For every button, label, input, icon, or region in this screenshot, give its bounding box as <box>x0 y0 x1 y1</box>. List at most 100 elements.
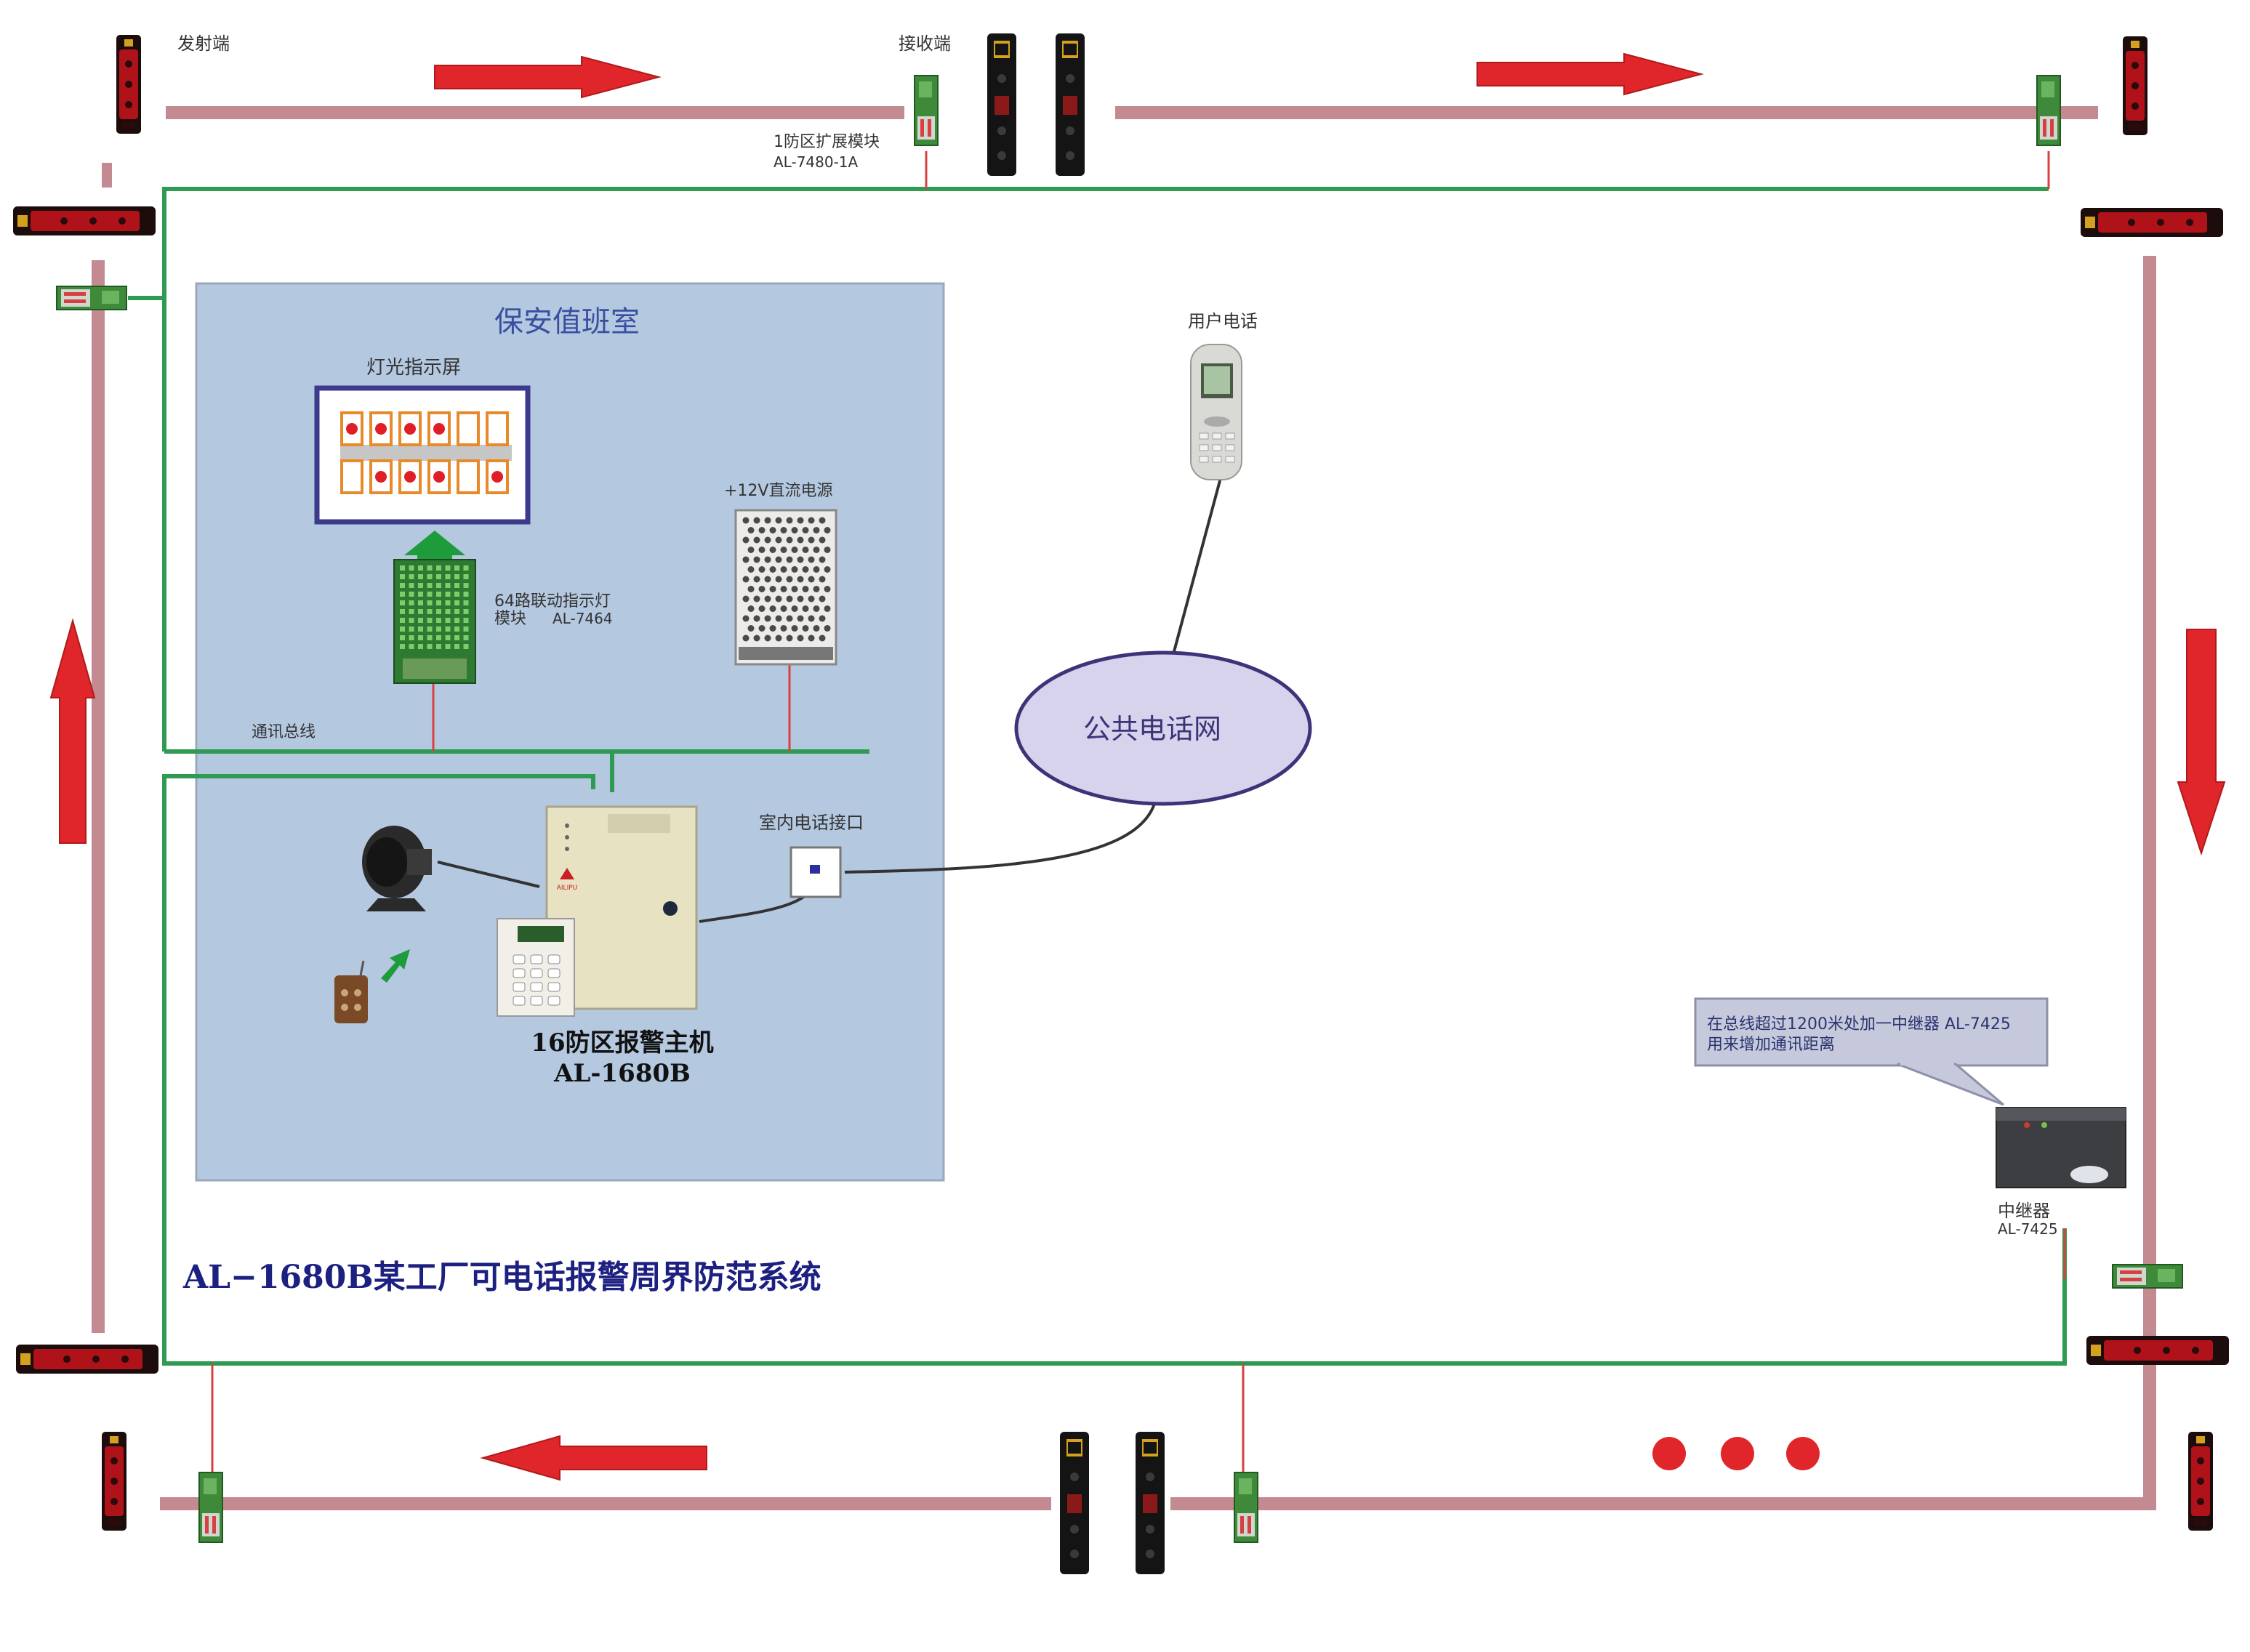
label-alarm-host-line2: AL-1680B <box>553 1059 691 1088</box>
wiring <box>211 151 2066 1472</box>
label-user-phone: 用户电话 <box>1188 311 1258 331</box>
indicator-led <box>409 618 414 623</box>
indicator-led-grid <box>400 565 469 649</box>
label-repeater-model: AL-7425 <box>1998 1220 2058 1238</box>
indicator-led <box>436 635 441 640</box>
psu-vent-hole <box>802 547 809 553</box>
psu-vent-hole <box>797 536 804 544</box>
indicator-led <box>463 583 469 588</box>
indicator-led <box>418 635 423 640</box>
indicator-led <box>445 583 451 588</box>
indicator-led <box>400 626 405 632</box>
indicator-led <box>463 626 469 632</box>
indicator-led <box>418 644 423 649</box>
psu-vent-hole <box>775 615 782 622</box>
fence-left-stub <box>102 163 112 188</box>
indicator-led <box>463 565 469 571</box>
psu-vent-hole <box>764 576 771 583</box>
psu-vent-hole <box>775 576 782 583</box>
psu-vent-hole <box>808 634 815 642</box>
bus-lower-loop <box>162 774 2067 1366</box>
indicator-led <box>409 635 414 640</box>
psu-vent-hole <box>819 556 826 563</box>
label-light-panel: 灯光指示屏 <box>366 357 461 379</box>
keypad-icon <box>497 918 575 1017</box>
psu-vent-hole <box>824 586 831 592</box>
psu-vent-hole <box>780 566 787 573</box>
psu-vent-hole <box>791 566 798 573</box>
indicator-led <box>409 574 414 579</box>
keypad-key <box>513 996 526 1006</box>
label-panel-brand: AILIPU <box>557 885 578 892</box>
psu-vent-hole <box>758 586 766 592</box>
psu-vent-hole <box>824 527 831 533</box>
psu-vent-hole <box>819 595 826 603</box>
zone-module-left <box>56 286 127 310</box>
indicator-led <box>436 600 441 605</box>
repeater-note-callout <box>1694 997 2049 1106</box>
psu-vent-hole <box>780 586 787 592</box>
beam-receiver-top-2 <box>1056 33 1085 176</box>
psu-vent-hole <box>802 605 809 612</box>
indicator-led <box>454 565 459 571</box>
keypad-key <box>530 982 543 992</box>
indicator-led <box>436 583 441 588</box>
psu-vent-hole <box>764 595 771 603</box>
remote-fob-icon <box>334 960 368 1023</box>
psu-vent-hole <box>764 536 771 544</box>
indicator-led <box>418 618 423 623</box>
indicator-led <box>418 583 423 588</box>
siren-icon <box>362 826 432 911</box>
indicator-led <box>418 626 423 632</box>
psu-vent-hole <box>769 566 776 573</box>
indicator-led <box>436 592 441 597</box>
indicator-led <box>409 583 414 588</box>
indicator-led <box>400 592 405 597</box>
psu-vent-hole <box>775 517 782 524</box>
indicator-led <box>445 618 451 623</box>
lamp-cell <box>340 459 363 494</box>
zone-module-top-right <box>2036 75 2061 146</box>
indicator-led <box>463 600 469 605</box>
indicator-led <box>445 574 451 579</box>
indicator-led <box>454 626 459 632</box>
bus-upper-loop <box>162 187 2049 752</box>
label-note-line1: 在总线超过1200米处加一中继器 AL-7425 <box>1707 1015 2011 1033</box>
psu-vent-hole <box>753 556 760 563</box>
lamp-lit-icon <box>375 471 387 483</box>
psu-vent-hole <box>753 595 760 603</box>
label-alarm-host-line1: 16防区报警主机 <box>531 1028 713 1057</box>
psu-vent-hole <box>802 625 809 632</box>
psu-vent-hole <box>769 625 776 632</box>
lamp-cell <box>486 459 509 494</box>
psu-vent-hole <box>764 615 771 622</box>
psu-vent-hole <box>753 615 760 622</box>
label-zone-module-model: AL-7480-1A <box>774 153 859 171</box>
lamp-lit-icon <box>404 423 416 435</box>
psu-vent-hole <box>747 566 755 573</box>
psu-vent-hole <box>775 634 782 642</box>
beam-receiver-bottom-2 <box>1136 1432 1165 1574</box>
indicator-led <box>445 592 451 597</box>
indicator-led <box>400 574 405 579</box>
psu-vent-hole <box>813 527 820 533</box>
lamp-lit-icon <box>433 471 445 483</box>
beam-receiver-bottom-1 <box>1060 1432 1089 1574</box>
indicator-led <box>436 618 441 623</box>
indicator-led <box>454 574 459 579</box>
indicator-led <box>427 583 433 588</box>
communication-bus <box>128 187 2067 1366</box>
beam-top-right <box>2123 36 2147 135</box>
psu-vent-hole <box>819 634 826 642</box>
fence-bottom-right <box>1170 1497 2156 1510</box>
indicator-led <box>463 618 469 623</box>
keypad-key <box>547 996 561 1006</box>
psu-vent-hole <box>813 605 820 612</box>
psu-vent-hole <box>791 547 798 553</box>
psu-vent-hole <box>808 556 815 563</box>
indicator-led <box>427 565 433 571</box>
psu-vent-hole <box>753 576 760 583</box>
indicator-led <box>454 600 459 605</box>
lamp-lit-icon <box>433 423 445 435</box>
indicator-led <box>436 626 441 632</box>
